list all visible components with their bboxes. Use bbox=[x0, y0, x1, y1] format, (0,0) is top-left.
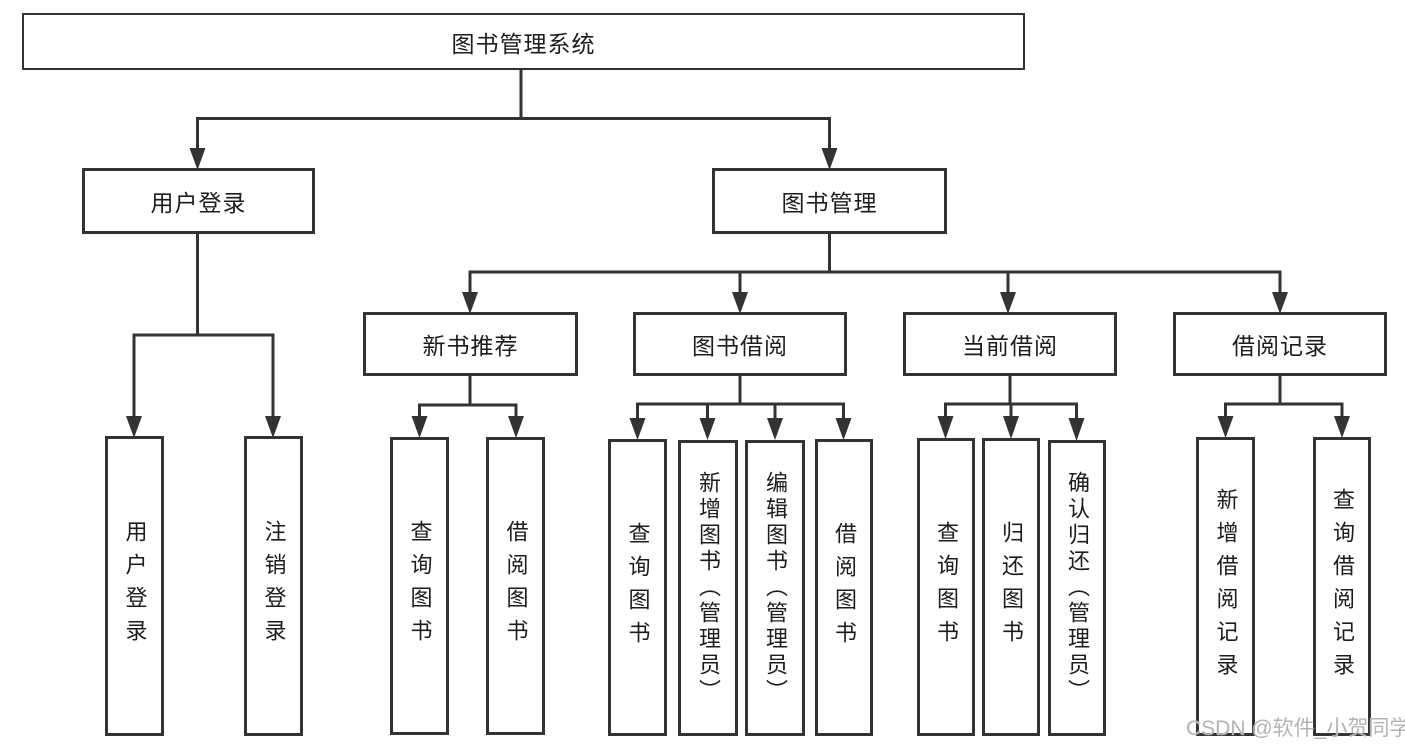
arrowhead-down-icon bbox=[699, 418, 716, 440]
node-return-books: 归还图书 bbox=[982, 438, 1040, 736]
connector-book-borrow-to-children bbox=[629, 375, 852, 440]
arrowhead-down-icon bbox=[629, 418, 646, 440]
connector-current-borrow-to-children bbox=[937, 375, 1085, 441]
arrowhead-down-icon bbox=[1068, 418, 1085, 441]
node-edit-books-admin: 编辑图书（管理员） bbox=[745, 440, 805, 736]
node-confirm-return-admin: 确认归还（管理员） bbox=[1048, 440, 1106, 736]
node-borrow-books: 借阅图书 bbox=[815, 439, 873, 736]
node-borrow-books-recommend: 借阅图书 bbox=[486, 437, 545, 735]
arrowhead-down-icon bbox=[1334, 416, 1350, 438]
arrowhead-down-icon bbox=[732, 292, 748, 314]
node-logout: 注销登录 bbox=[244, 436, 303, 736]
arrowhead-down-icon bbox=[462, 292, 478, 314]
node-borrow-records: 借阅记录 bbox=[1173, 312, 1387, 376]
arrowhead-down-icon bbox=[1272, 292, 1288, 314]
node-library-management-system: 图书管理系统 bbox=[22, 13, 1025, 70]
csdn-watermark: CSDN @软件_小贺同学 bbox=[1186, 717, 1405, 740]
node-add-books-admin: 新增图书（管理员） bbox=[678, 440, 738, 736]
arrowhead-down-icon bbox=[189, 148, 206, 170]
node-user-login: 用户登录 bbox=[82, 168, 315, 234]
node-current-borrow: 当前借阅 bbox=[903, 312, 1117, 376]
node-new-book-recommend: 新书推荐 bbox=[363, 312, 578, 376]
node-query-books-borrow: 查询图书 bbox=[608, 439, 667, 736]
arrowhead-down-icon bbox=[1000, 292, 1016, 314]
node-query-books-current: 查询图书 bbox=[917, 438, 975, 736]
node-query-borrow-record: 查询借阅记录 bbox=[1313, 437, 1371, 736]
connector-book-management-to-level3 bbox=[462, 234, 1288, 314]
arrowhead-down-icon bbox=[411, 416, 428, 438]
connector-root-to-level2 bbox=[189, 69, 838, 170]
connector-new-book-recommend-to-children bbox=[411, 375, 524, 438]
arrowhead-down-icon bbox=[767, 418, 783, 440]
arrowhead-down-icon bbox=[126, 416, 142, 438]
node-add-borrow-record: 新增借阅记录 bbox=[1196, 437, 1255, 736]
arrowhead-down-icon bbox=[1003, 416, 1019, 439]
arrowhead-down-icon bbox=[508, 416, 524, 438]
connector-borrow-records-to-children bbox=[1217, 375, 1350, 438]
arrowhead-down-icon bbox=[265, 416, 281, 438]
arrowhead-down-icon bbox=[1217, 416, 1234, 438]
node-book-borrow: 图书借阅 bbox=[633, 312, 847, 376]
arrowhead-down-icon bbox=[937, 416, 954, 439]
arrowhead-down-icon bbox=[821, 148, 838, 170]
node-book-management: 图书管理 bbox=[712, 168, 947, 234]
node-query-books-recommend: 查询图书 bbox=[390, 437, 449, 735]
connector-user-login-to-children bbox=[126, 234, 281, 438]
node-user-login-action: 用户登录 bbox=[105, 436, 164, 736]
arrowhead-down-icon bbox=[835, 418, 852, 440]
